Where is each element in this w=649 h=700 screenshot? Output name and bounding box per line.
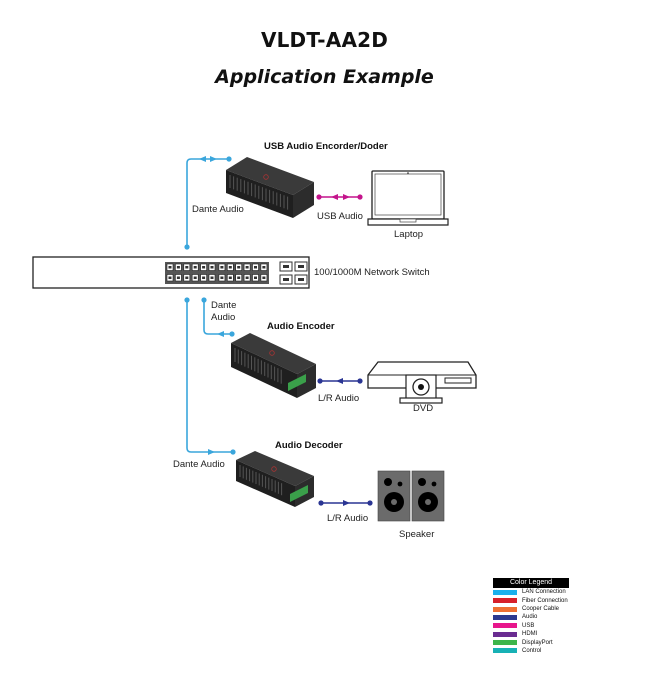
dvd-label: DVD [413, 403, 434, 414]
dvd-player-icon [367, 361, 477, 404]
dante-audio-decoder-line [184, 297, 236, 455]
legend-label: USB [522, 622, 535, 629]
legend-item: USB [493, 622, 569, 630]
legend-item: Control [493, 647, 569, 655]
lr-audio-decoder-line [318, 500, 373, 506]
legend-swatch [493, 598, 517, 604]
page-subtitle: Application Example [215, 66, 434, 88]
audio-decoder-device [236, 451, 314, 507]
legend-label: Control [522, 647, 542, 654]
legend-label: DisplayPort [522, 639, 553, 646]
usb-audio-label: USB Audio [317, 211, 363, 222]
dante-audio-encoder-line [201, 297, 235, 337]
legend-swatch [493, 589, 517, 595]
legend-swatch [493, 631, 517, 637]
legend-item: DisplayPort [493, 638, 569, 646]
legend-item: Audio [493, 613, 569, 621]
speaker-label: Speaker [399, 529, 435, 540]
lr-audio-encoder-label: L/R Audio [318, 393, 360, 404]
usb-audio-line [316, 194, 363, 200]
audio-encoder-device [231, 333, 316, 398]
usb-codec-title: USB Audio Encorder/Doder [264, 141, 388, 152]
dante-decoder-label: Dante Audio [173, 459, 225, 470]
legend-label: HDMI [522, 631, 538, 638]
switch-ports [166, 263, 268, 282]
legend-label: Cooper Cable [522, 606, 560, 613]
laptop-icon [367, 170, 449, 226]
model-title: VLDT-AA2D [260, 28, 389, 52]
legend-item: LAN Connection [493, 588, 569, 596]
legend-label: Fiber Connection [522, 597, 568, 604]
legend-swatch [493, 606, 517, 612]
legend-item: HDMI [493, 630, 569, 638]
laptop-label: Laptop [394, 229, 424, 240]
lr-audio-decoder-label: L/R Audio [327, 513, 369, 524]
legend-swatch [493, 623, 517, 629]
legend-title: Color Legend [493, 578, 569, 588]
arrow-right-icon [210, 156, 217, 162]
network-switch [32, 256, 310, 289]
audio-encoder-title: Audio Encoder [267, 321, 335, 332]
switch-label: 100/1000M Network Switch [314, 267, 430, 278]
dante-encoder-label-1: Dante [211, 300, 237, 311]
legend-label: LAN Connection [522, 589, 566, 596]
dante-audio-top-label: Dante Audio [192, 204, 244, 215]
legend-swatch [493, 614, 517, 620]
legend-label: Audio [522, 614, 538, 621]
lr-audio-encoder-line [317, 378, 363, 384]
legend-item: Cooper Cable [493, 605, 569, 613]
legend-item: Fiber Connection [493, 597, 569, 605]
legend-swatch [493, 648, 517, 654]
speaker-icon [377, 470, 445, 522]
legend-swatch [493, 640, 517, 646]
audio-decoder-title: Audio Decoder [275, 440, 343, 451]
dante-encoder-label-2: Audio [211, 312, 236, 323]
dante-audio-top-line [184, 156, 232, 250]
usb-audio-codec-device [226, 157, 314, 218]
arrow-left-icon [199, 156, 206, 162]
